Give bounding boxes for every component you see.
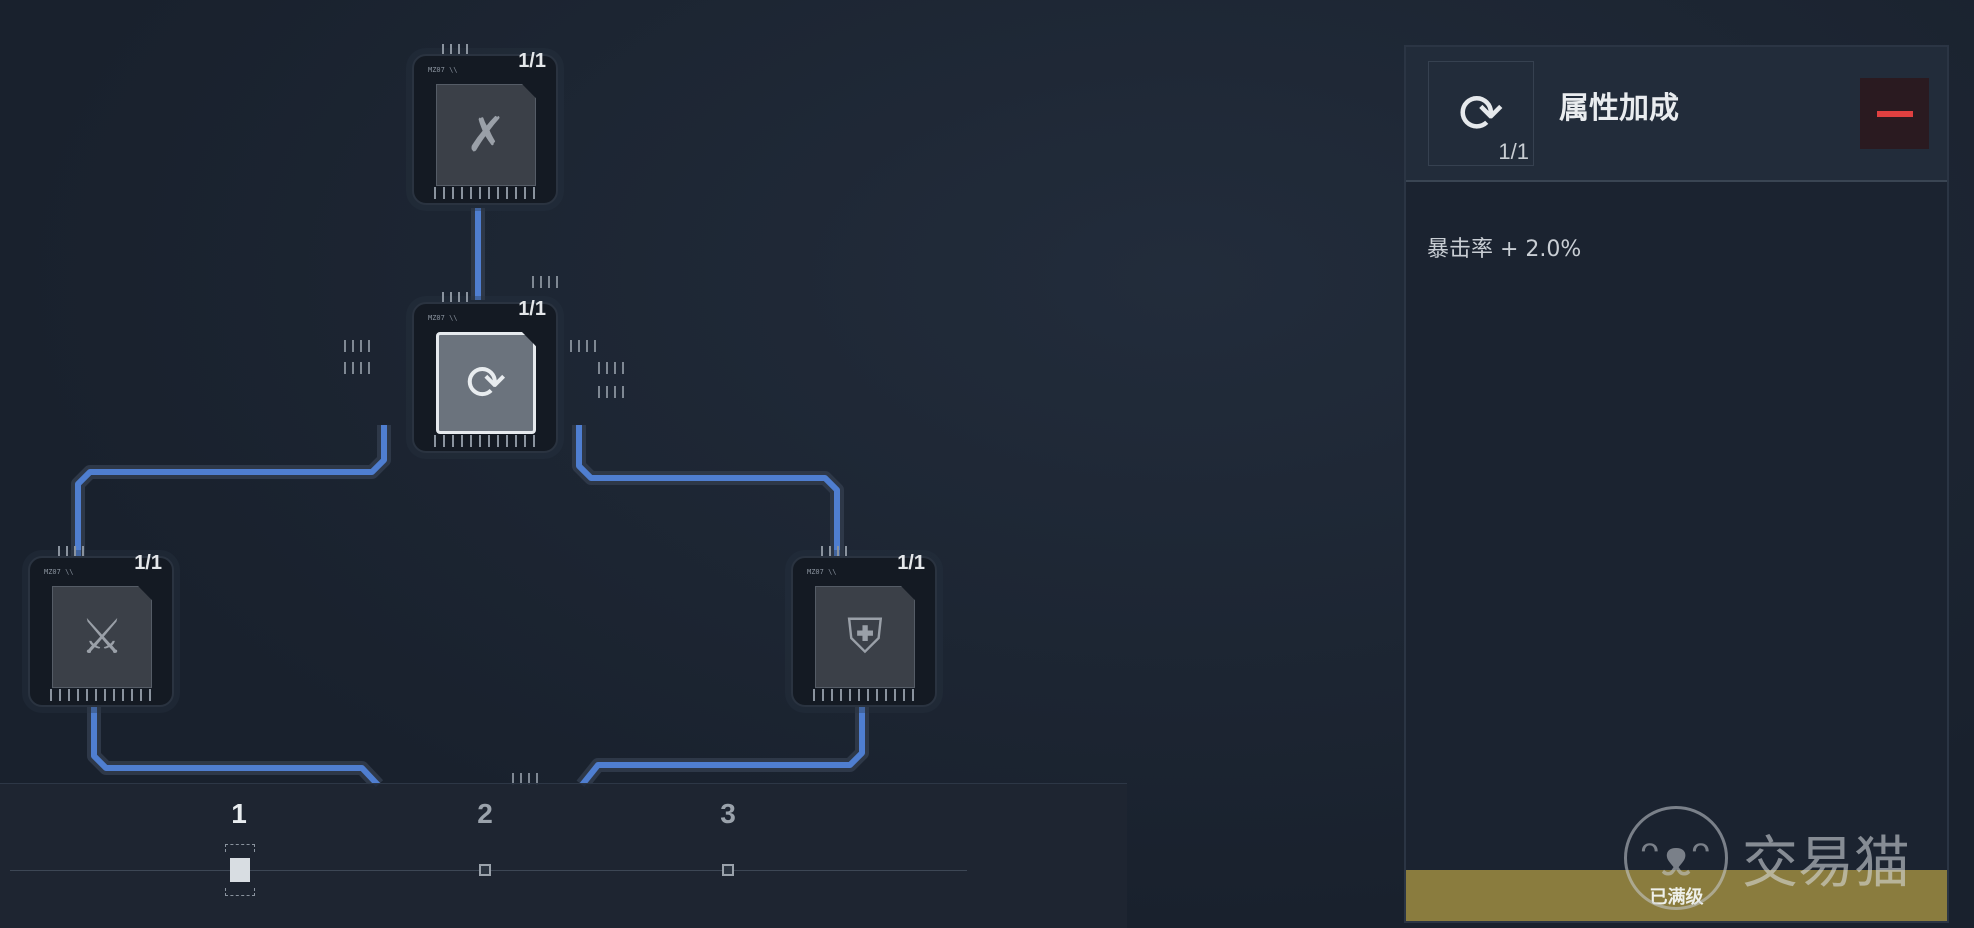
- downgrade-button[interactable]: [1860, 78, 1929, 149]
- node-tag: MZ07 \\: [428, 66, 458, 74]
- chip-pins: [598, 386, 628, 398]
- panel-title: 属性加成: [1559, 91, 1679, 126]
- chip-pins: [813, 689, 915, 701]
- chip-pins: [442, 292, 472, 302]
- skill-node-middle[interactable]: MZ07 \\ ⟳ 1/1: [412, 292, 558, 453]
- step-3-marker[interactable]: [722, 864, 734, 876]
- chip-pins: [58, 546, 88, 556]
- chip-pins: [512, 773, 542, 785]
- page-stepper: 1 2 3: [0, 783, 1127, 928]
- chip-pins: [821, 546, 851, 556]
- step-3-label[interactable]: 3: [720, 798, 736, 829]
- max-level-label: 已满级: [1649, 886, 1704, 908]
- skill-level: 1/1: [1498, 139, 1529, 164]
- node-level: 1/1: [134, 552, 162, 574]
- chip-pins: [50, 689, 152, 701]
- node-level: 1/1: [518, 50, 546, 72]
- crossed-bullets-icon: ✗: [465, 107, 507, 163]
- link-right-bottom: [579, 705, 865, 787]
- chip-pins: [598, 362, 628, 374]
- link-middle-left: [75, 425, 387, 556]
- bullet-reload-icon: ⟳ 1/1: [1428, 61, 1534, 166]
- node-tag: MZ07 \\: [44, 568, 74, 576]
- crossed-swords-icon: ⚔: [80, 609, 124, 665]
- chip-pins: [434, 187, 536, 199]
- step-1-marker[interactable]: [230, 858, 250, 882]
- armor-icon: ⛨: [846, 608, 884, 665]
- stat-bonus: 暴击率 + 2.0%: [1427, 237, 1582, 262]
- chip-pins: [532, 276, 562, 288]
- chip-pins: [442, 44, 472, 54]
- node-level: 1/1: [518, 298, 546, 320]
- skill-node-left[interactable]: MZ07 \\ ⚔ 1/1: [28, 546, 174, 707]
- step-bracket: [225, 888, 255, 896]
- bullet-reload-icon: ⟳: [465, 355, 507, 411]
- panel-header: ⟳ 1/1 属性加成: [1406, 47, 1947, 182]
- step-2-marker[interactable]: [479, 864, 491, 876]
- link-middle-right: [576, 425, 840, 556]
- node-tag: MZ07 \\: [807, 568, 837, 576]
- chip-pins: [570, 340, 600, 352]
- step-bracket: [225, 844, 255, 852]
- link-left-bottom: [91, 705, 381, 788]
- minus-icon: [1876, 110, 1913, 117]
- step-2-label[interactable]: 2: [477, 798, 493, 829]
- detail-panel: ⟳ 1/1 属性加成 暴击率 + 2.0% 已满级: [1404, 45, 1949, 923]
- chip-pins: [434, 435, 536, 447]
- max-level-button[interactable]: 已满级: [1406, 870, 1947, 921]
- skill-node-right[interactable]: MZ07 \\ ⛨ 1/1: [791, 546, 937, 707]
- chip-pins: [344, 362, 374, 374]
- skill-node-top[interactable]: MZ07 \\ ✗ 1/1: [412, 44, 558, 205]
- step-1-label[interactable]: 1: [231, 798, 247, 829]
- chip-pins: [344, 340, 374, 352]
- node-level: 1/1: [897, 552, 925, 574]
- node-tag: MZ07 \\: [428, 314, 458, 322]
